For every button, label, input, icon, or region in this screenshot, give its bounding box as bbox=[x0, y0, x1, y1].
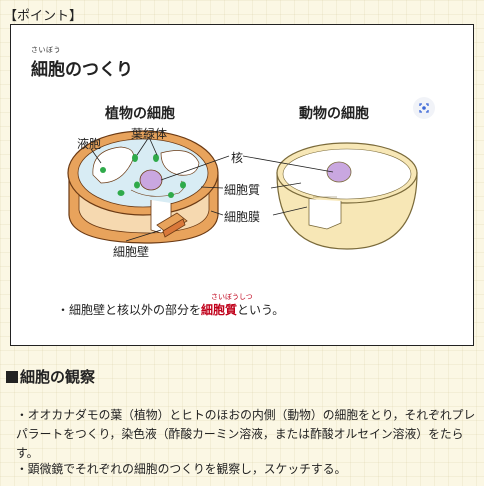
label-membrane: 細胞膜 bbox=[224, 210, 261, 224]
animal-cell-heading: 動物の細胞 bbox=[299, 106, 369, 122]
animal-nucleus bbox=[326, 161, 352, 183]
chloroplast bbox=[117, 190, 125, 196]
section-title: 細胞の観察 bbox=[6, 366, 95, 387]
plant-cell bbox=[67, 130, 219, 244]
animal-cutaway bbox=[308, 199, 342, 230]
cell-diagram bbox=[67, 130, 418, 250]
vacuole-shape bbox=[92, 146, 134, 184]
point-header: 【ポイント】 bbox=[4, 9, 83, 24]
label-chloroplast: 葉緑体 bbox=[131, 127, 168, 141]
observation-step-1: ・オオカナダモの葉（植物）とヒトのほおの内側（動物）の細胞をとり，それぞれプレパ… bbox=[16, 408, 476, 460]
observation-step-2: ・顕微鏡でそれぞれの細胞のつくりを観察し，スケッチする。 bbox=[16, 462, 347, 476]
page-title: 細胞のつくり bbox=[31, 60, 133, 80]
chloroplast bbox=[153, 154, 159, 162]
plant-cell-heading: 植物の細胞 bbox=[105, 106, 175, 122]
animal-cell bbox=[276, 142, 418, 250]
label-cytoplasm: 細胞質 bbox=[224, 183, 261, 197]
chloroplast bbox=[100, 167, 106, 173]
plant-nucleus bbox=[139, 169, 163, 191]
point-box: さいぼう 細胞のつくり bbox=[10, 24, 474, 346]
label-cell-wall: 細胞壁 bbox=[113, 245, 150, 259]
vacuole-shape-2 bbox=[160, 150, 200, 176]
cytoplasm-note: ・細胞壁と核以外の部分を細胞質という。 bbox=[57, 303, 285, 317]
label-nucleus: 核 bbox=[231, 151, 244, 165]
chloroplast bbox=[134, 181, 140, 189]
square-bullet-icon bbox=[6, 371, 18, 383]
chloroplast bbox=[180, 181, 186, 189]
title-ruby: さいぼう bbox=[31, 46, 61, 54]
zoom-icon[interactable] bbox=[413, 97, 435, 119]
chloroplast bbox=[168, 192, 174, 198]
leader-lines bbox=[90, 136, 334, 242]
emphasis-ruby: さいぼうしつ bbox=[211, 293, 253, 301]
chloroplast bbox=[132, 154, 138, 162]
label-vacuole: 液胞 bbox=[77, 137, 102, 151]
